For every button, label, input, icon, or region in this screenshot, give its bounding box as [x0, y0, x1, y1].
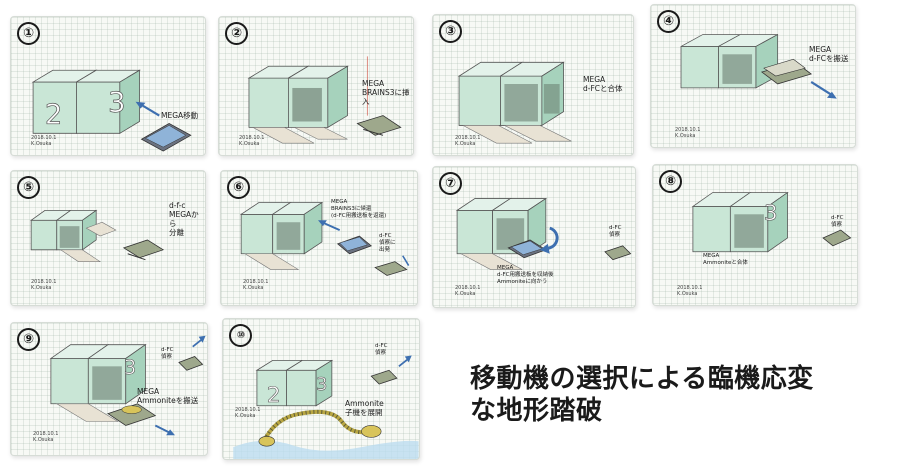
panel-6-sketch — [239, 201, 410, 276]
signature-date: 2018.10.1 — [455, 285, 481, 291]
signature-name: K.Osuka — [675, 133, 696, 139]
step-number: ⑥ — [227, 176, 250, 199]
headline: 移動機の選択による臨機応変 な地形踏破 — [470, 363, 814, 427]
storyboard-panel-8: 3 ⑧ d-FC 偵察 MEGA Ammoniteと合体 2018.10.1 K… — [652, 164, 858, 306]
step-caption: d-FC 偵察 — [831, 215, 844, 228]
author-signature: 2018.10.1 K.Osuka — [33, 431, 58, 443]
panel-5-sketch — [29, 209, 165, 262]
step-number: ③ — [439, 20, 462, 43]
signature-name: K.Osuka — [31, 285, 52, 291]
author-signature: 2018.10.1 K.Osuka — [455, 285, 480, 297]
author-signature: 2018.10.1 K.Osuka — [677, 285, 702, 297]
signature-date: 2018.10.1 — [235, 407, 261, 413]
step-number: ⑦ — [439, 172, 462, 195]
storyboard-panel-6: ⑥ MEGA BRAINS3に帰還 (d-FC用搬送板を返還) d-FC 偵察に… — [220, 170, 418, 306]
storyboard-panel-5: ⑤ d-f-c MEGAから 分離 2018.10.1 K.Osuka — [10, 170, 206, 306]
author-signature: 2018.10.1 K.Osuka — [235, 407, 260, 419]
storyboard-panel-2: ② MEGA BRAINS3に挿入 2018.10.1 K.Osuka — [218, 16, 414, 156]
panel-4-sketch — [680, 33, 837, 99]
panel-3-sketch — [457, 61, 572, 144]
step-caption: MEGA d-FC用搬送板を収納後 Ammoniteに向かう — [497, 265, 554, 285]
step-number: ① — [17, 22, 40, 45]
storyboard-panel-4: ④ MEGA d-FCを搬送 2018.10.1 K.Osuka — [650, 4, 856, 148]
author-signature: 2018.10.1 K.Osuka — [675, 127, 700, 139]
signature-name: K.Osuka — [239, 141, 260, 147]
step-caption-secondary: MEGA Ammoniteを搬送 — [137, 387, 199, 405]
svg-text:3: 3 — [316, 375, 327, 395]
step-caption: MEGA d-FCを搬送 — [809, 45, 849, 63]
step-number: ② — [225, 22, 248, 45]
step-caption: d-FC 偵察 — [375, 343, 388, 356]
signature-name: K.Osuka — [243, 285, 264, 291]
step-caption-secondary: d-FC 偵察に 出発 — [379, 233, 396, 253]
svg-text:3: 3 — [764, 201, 778, 226]
author-signature: 2018.10.1 K.Osuka — [239, 135, 264, 147]
storyboard-panel-9: 3 ⑨ d-FC 偵察 MEGA Ammoniteを搬送 2018.10.1 K… — [10, 322, 208, 456]
panel-9-sketch: 3 — [49, 335, 206, 436]
step-number: ⑤ — [17, 176, 40, 199]
author-signature: 2018.10.1 K.Osuka — [31, 135, 56, 147]
step-caption: MEGA BRAINS3に挿入 — [362, 79, 410, 106]
storyboard-panel-7: ⑦ MEGA d-FC用搬送板を収納後 Ammoniteに向かう d-FC 偵察… — [432, 166, 636, 308]
signature-date: 2018.10.1 — [31, 279, 57, 285]
storyboard-panel-10: 2 3 ⑩ d-FC 偵察 Ammonite 子機を展開 2018.10.1 K… — [222, 318, 420, 460]
svg-text:3: 3 — [124, 356, 137, 379]
panel-1-sketch: 2 3 — [31, 69, 192, 152]
signature-name: K.Osuka — [33, 437, 54, 443]
signature-name: K.Osuka — [31, 141, 52, 147]
author-signature: 2018.10.1 K.Osuka — [31, 279, 56, 291]
panel-7-sketch — [455, 197, 632, 270]
step-number: ④ — [657, 10, 680, 33]
signature-name: K.Osuka — [235, 413, 256, 419]
signature-date: 2018.10.1 — [239, 135, 265, 141]
step-number: ⑧ — [659, 170, 682, 193]
step-caption-secondary: Ammonite 子機を展開 — [345, 399, 384, 417]
panel-10-sketch: 2 3 — [233, 355, 419, 459]
svg-text:2: 2 — [45, 97, 63, 130]
step-caption-secondary: MEGA Ammoniteと合体 — [703, 253, 748, 266]
step-number: ⑨ — [17, 328, 40, 351]
step-caption: MEGA d-FCと合体 — [583, 75, 623, 93]
storyboard-panel-3: ③ MEGA d-FCと合体 2018.10.1 K.Osuka — [432, 14, 634, 156]
signature-date: 2018.10.1 — [455, 135, 481, 141]
signature-name: K.Osuka — [455, 141, 476, 147]
author-signature: 2018.10.1 K.Osuka — [455, 135, 480, 147]
step-caption: MEGA BRAINS3に帰還 (d-FC用搬送板を返還) — [331, 199, 387, 219]
panel-2-sketch — [247, 56, 402, 144]
storyboard-panel-1: 2 3 ① MEGA移動 2018.10.1 K.Osuka — [10, 16, 206, 156]
signature-date: 2018.10.1 — [243, 279, 269, 285]
step-caption: d-FC 偵察 — [161, 347, 174, 360]
author-signature: 2018.10.1 K.Osuka — [243, 279, 268, 291]
panel-8-sketch: 3 — [691, 191, 852, 253]
svg-text:2: 2 — [267, 383, 281, 408]
signature-name: K.Osuka — [455, 291, 476, 297]
signature-date: 2018.10.1 — [33, 431, 59, 437]
signature-date: 2018.10.1 — [675, 127, 701, 133]
signature-name: K.Osuka — [677, 291, 698, 297]
signature-date: 2018.10.1 — [31, 135, 57, 141]
step-number: ⑩ — [229, 324, 252, 347]
step-caption: MEGA移動 — [161, 111, 199, 120]
svg-text:3: 3 — [108, 86, 126, 119]
signature-date: 2018.10.1 — [677, 285, 703, 291]
step-caption: d-f-c MEGAから 分離 — [169, 201, 199, 237]
headline-line-1: 移動機の選択による臨機応変 — [470, 364, 814, 394]
headline-line-2: な地形踏破 — [470, 396, 603, 426]
step-caption-secondary: d-FC 偵察 — [609, 225, 622, 238]
